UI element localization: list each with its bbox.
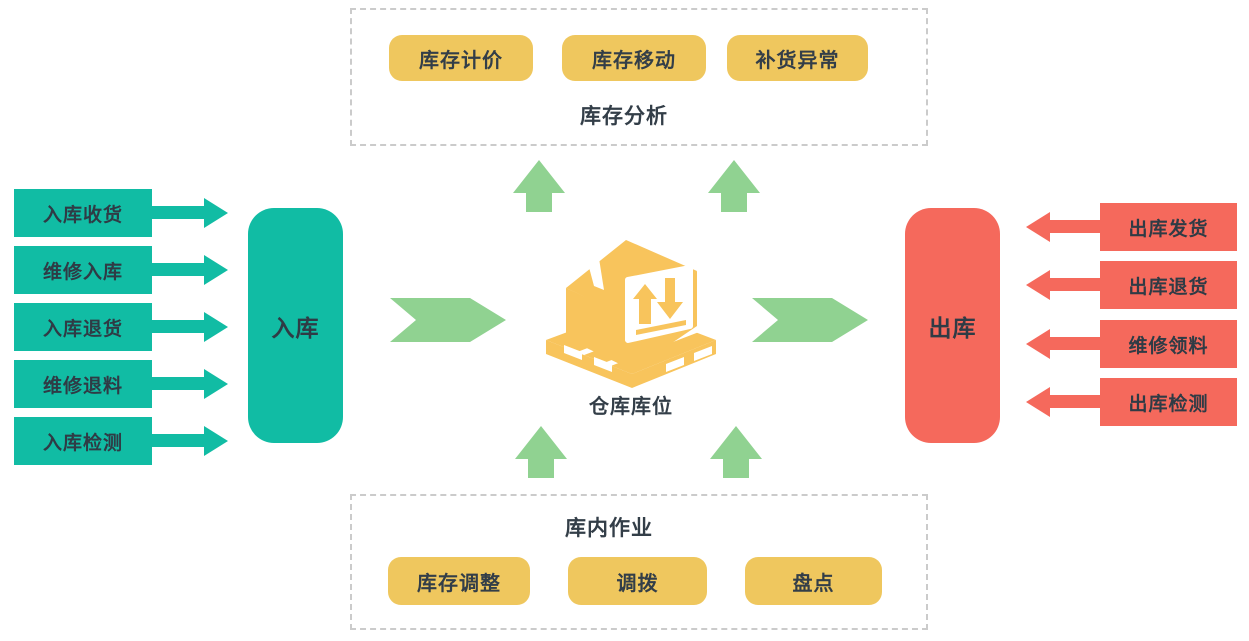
dest-repair-material-pick[interactable]: 维修领料: [1100, 320, 1237, 368]
source-inbound-receiving[interactable]: 入库收货: [14, 189, 152, 237]
arrow-right-icon: [152, 255, 228, 285]
warehouse-operations-title: 库内作业: [565, 517, 653, 540]
source-repair-inbound[interactable]: 维修入库: [14, 246, 152, 294]
chevron-right-icon: [390, 298, 506, 342]
btn-inventory-movement[interactable]: 库存移动: [562, 35, 706, 81]
arrow-left-icon: [1026, 270, 1102, 300]
btn-replenishment-exception[interactable]: 补货异常: [727, 35, 868, 81]
arrow-right-icon: [152, 198, 228, 228]
btn-inventory-adjustment[interactable]: 库存调整: [388, 557, 530, 605]
up-arrow-icon: [710, 426, 762, 478]
inbound-node[interactable]: 入库: [248, 208, 343, 443]
outbound-node[interactable]: 出库: [905, 208, 1000, 443]
up-arrow-icon: [515, 426, 567, 478]
up-arrow-icon: [513, 160, 565, 212]
dest-outbound-inspection[interactable]: 出库检测: [1100, 378, 1237, 426]
arrow-left-icon: [1026, 212, 1102, 242]
btn-inventory-valuation[interactable]: 库存计价: [389, 35, 533, 81]
up-arrow-icon: [708, 160, 760, 212]
arrow-right-icon: [152, 312, 228, 342]
source-inbound-inspection[interactable]: 入库检测: [14, 417, 152, 465]
inventory-analysis-panel: 库存计价 库存移动 补货异常 库存分析: [350, 8, 928, 146]
btn-transfer[interactable]: 调拨: [568, 557, 707, 605]
center-label: 仓库库位: [589, 396, 673, 418]
arrow-right-icon: [152, 426, 228, 456]
btn-stocktake[interactable]: 盘点: [745, 557, 882, 605]
arrow-right-icon: [152, 369, 228, 399]
arrow-left-icon: [1026, 329, 1102, 359]
inventory-analysis-title: 库存分析: [580, 105, 668, 128]
source-inbound-return[interactable]: 入库退货: [14, 303, 152, 351]
dest-outbound-shipping[interactable]: 出库发货: [1100, 203, 1237, 251]
warehouse-pallet-box-icon: [546, 240, 716, 388]
arrow-left-icon: [1026, 387, 1102, 417]
source-repair-material-return[interactable]: 维修退料: [14, 360, 152, 408]
dest-outbound-return[interactable]: 出库退货: [1100, 261, 1237, 309]
warehouse-operations-panel: 库内作业 库存调整 调拨 盘点: [350, 494, 928, 630]
chevron-right-icon: [752, 298, 868, 342]
